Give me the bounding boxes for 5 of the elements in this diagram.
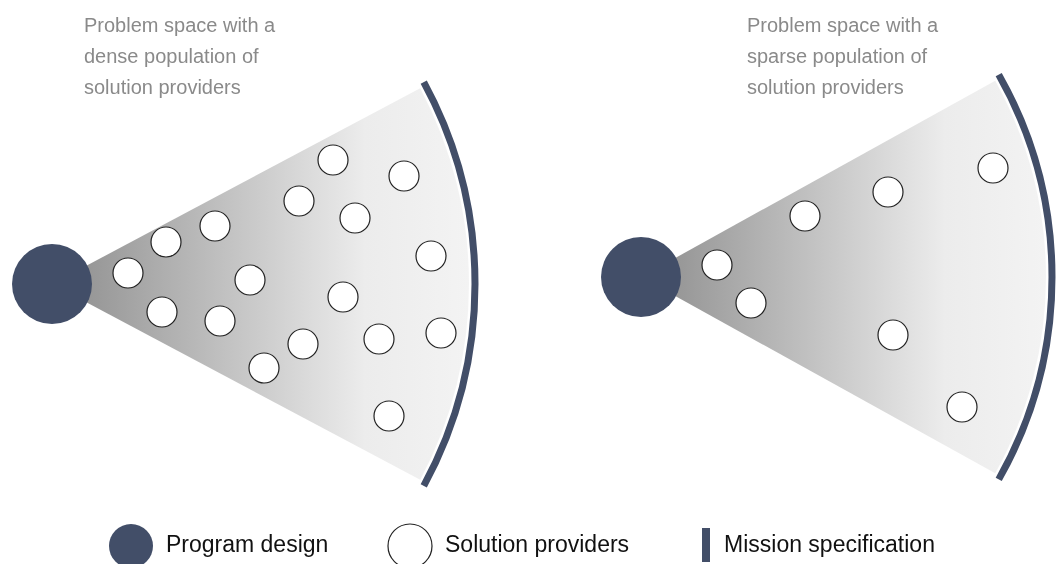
legend-label: Solution providers [445,531,630,558]
heading: Problem space with a sparse population of solution providers [747,13,940,100]
legend-label: Program design [166,531,329,558]
heading: Problem space with a dense population of solution providers [84,13,277,100]
legend-label: Mission specification [724,531,935,558]
